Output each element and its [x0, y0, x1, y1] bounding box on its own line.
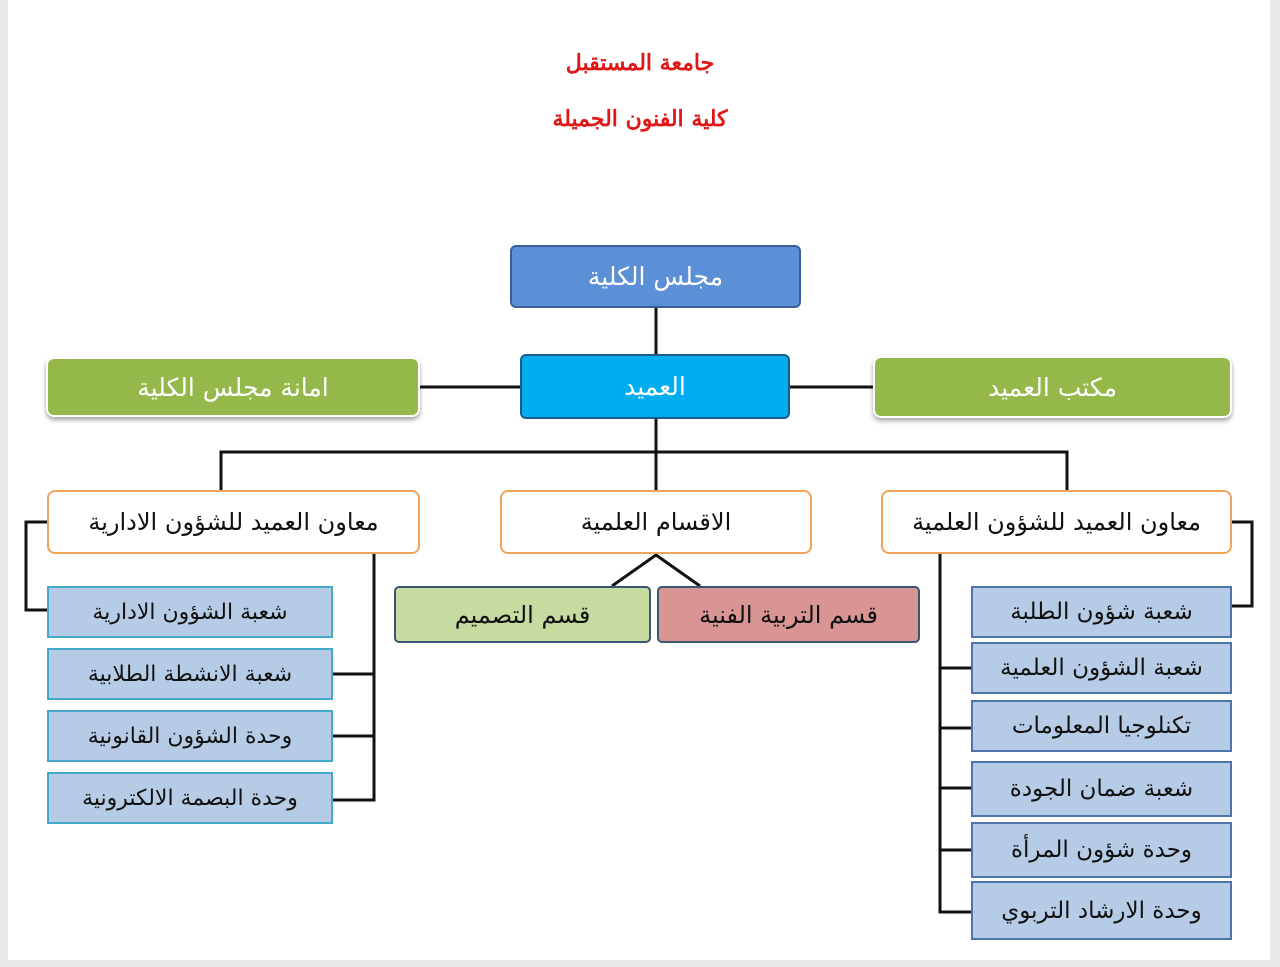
science-assistant-box: معاون العميد للشؤون العلمية — [881, 490, 1232, 554]
science-unit-box: شعبة شؤون الطلبة — [971, 586, 1232, 638]
connector-admin-trunk — [332, 554, 376, 802]
admin-unit-box: وحدة الشؤون القانونية — [47, 710, 333, 762]
science-unit-box: وحدة الارشاد التربوي — [971, 881, 1232, 940]
connector-admin-first — [24, 520, 48, 612]
college-council-box: مجلس الكلية — [510, 245, 801, 308]
connector-departments-split — [611, 553, 701, 588]
admin-unit-box: وحدة البصمة الالكترونية — [47, 772, 333, 824]
admin-unit-box: شعبة الشؤون الادارية — [47, 586, 333, 638]
dean-box: العميد — [520, 354, 790, 419]
connector-science-first — [1231, 520, 1254, 608]
science-unit-box: تكنلوجيا المعلومات — [971, 700, 1232, 752]
departments-box: الاقسام العلمية — [500, 490, 812, 554]
college-title: كلية الفنون الجميلة — [552, 106, 728, 132]
science-unit-box: وحدة شؤون المرأة — [971, 822, 1232, 878]
dean-office-box: مكتب العميد — [875, 358, 1230, 416]
science-unit-box: شعبة ضمان الجودة — [971, 761, 1232, 817]
council-secretariat-box: امانة مجلس الكلية — [48, 359, 418, 415]
university-title: جامعة المستقبل — [565, 50, 715, 76]
connector-assistants-bus — [219, 450, 1069, 490]
science-unit-box: شعبة الشؤون العلمية — [971, 642, 1232, 694]
art-education-department-box: قسم التربية الفنية — [657, 586, 920, 643]
design-department-box: قسم التصميم — [394, 586, 651, 643]
admin-assistant-box: معاون العميد للشؤون الادارية — [47, 490, 420, 554]
admin-unit-box: شعبة الانشطة الطلابية — [47, 648, 333, 700]
connector-science-trunk — [938, 554, 972, 914]
